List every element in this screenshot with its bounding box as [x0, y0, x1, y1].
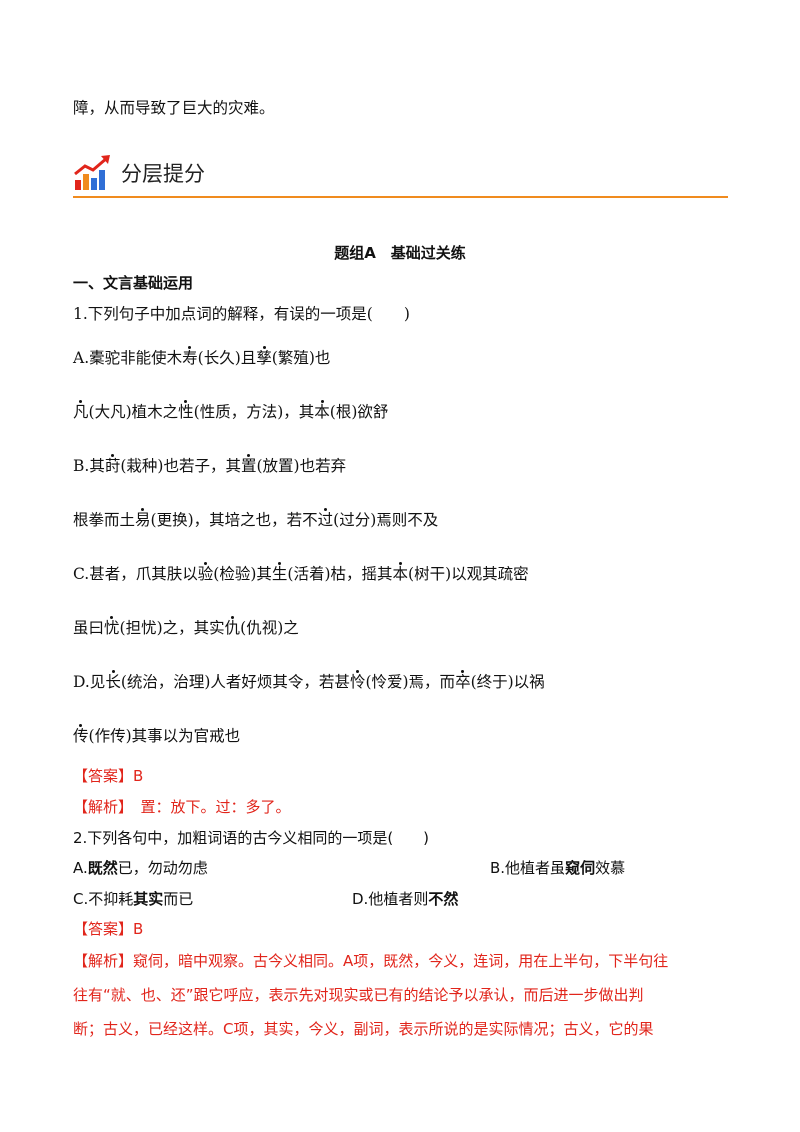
dotted-word: 卒: [455, 673, 471, 691]
q2-option-d: D.他植者则不然: [352, 890, 459, 908]
q1-option-d-line1: D.见长(统治，治理)人者好烦其令，若甚怜(怜爱)焉，而卒(终于)以祸: [73, 673, 545, 691]
bold-term: 窥伺: [565, 859, 596, 877]
bold-term: 其实: [133, 890, 164, 908]
dotted-word: 性: [178, 403, 194, 421]
q2-option-b: B.他植者虽窥伺效慕: [490, 859, 626, 877]
q2-analysis-line1: 【解析】窥伺，暗中观察。古今义相同。A项，既然，今义，连词，用在上半句，下半句往: [73, 952, 669, 970]
section-header-title: 分层提分: [121, 162, 205, 186]
q1-analysis: 【解析】 置：放下。过：多了。: [73, 798, 291, 816]
dotted-word: 忧: [104, 619, 120, 637]
dotted-word: 本: [392, 565, 409, 583]
part-title: 一、文言基础运用: [73, 274, 194, 292]
q2-analysis-line2: 往有“就、也、还”跟它呼应，表示先对现实或已有的结论予以承认，而后进一步做出判: [73, 986, 644, 1004]
dotted-word: 仇: [224, 619, 241, 637]
q1-answer: 【答案】B: [73, 767, 144, 785]
dotted-word: 怜: [349, 673, 366, 691]
header-divider: [73, 196, 728, 198]
q2-analysis-line3: 断；古义，已经这样。C项，其实，今义，副词，表示所说的是实际情况；古义，它的果: [73, 1020, 654, 1038]
q1-option-b-line1: B.其莳(栽种)也若子，其置(放置)也若弃: [73, 457, 347, 475]
dotted-word: 本: [314, 403, 330, 421]
q2-option-c: C.不抑耗其实而已: [73, 890, 194, 908]
dotted-word: 置: [240, 457, 257, 475]
q1-option-c-line2: 虽曰忧(担忧)之，其实仇(仇视)之: [73, 619, 299, 637]
dotted-word: 过: [317, 511, 334, 529]
q1-option-b-line2: 根拳而土易(更换)，其培之也，若不过(过分)焉则不及: [73, 511, 439, 529]
dotted-word: 验: [197, 565, 214, 583]
q1-option-c-line1: C.甚者，爪其肤以验(检验)其生(活着)枯，摇其本(树干)以观其疏密: [73, 565, 529, 583]
dotted-word: 孳: [256, 349, 272, 367]
dotted-word: 生: [271, 565, 288, 583]
section-header: 分层提分: [73, 152, 728, 198]
dotted-word: 传: [73, 727, 89, 745]
dotted-word: 易: [135, 511, 151, 529]
bold-term: 既然: [87, 859, 118, 877]
q2-stem: 2.下列各句中，加粗词语的古今义相同的一项是( ): [73, 829, 430, 847]
chart-up-arrow-icon: [74, 155, 110, 190]
dotted-word: 寿: [182, 349, 198, 367]
q2-option-a: A.既然已，勿动勿虑: [73, 859, 208, 877]
q1-option-a-line2: 凡(大凡)植木之性(性质，方法)，其本(根)欲舒: [73, 403, 389, 421]
dotted-word: 长: [105, 673, 121, 691]
group-title: 题组A 基础过关练: [334, 244, 466, 262]
q1-stem: 1.下列句子中加点词的解释，有误的一项是( ): [73, 305, 410, 323]
q1-option-a-line1: A.橐驼非能使木寿(长久)且孳(繁殖)也: [73, 349, 331, 367]
dotted-word: 莳: [104, 457, 121, 475]
bold-term: 不然: [428, 890, 459, 908]
q2-answer: 【答案】B: [73, 920, 144, 938]
intro-tail-text: 障，从而导致了巨大的灾难。: [73, 99, 275, 117]
dotted-word: 凡: [73, 403, 89, 421]
q1-option-d-line2: 传(作传)其事以为官戒也: [73, 727, 241, 745]
